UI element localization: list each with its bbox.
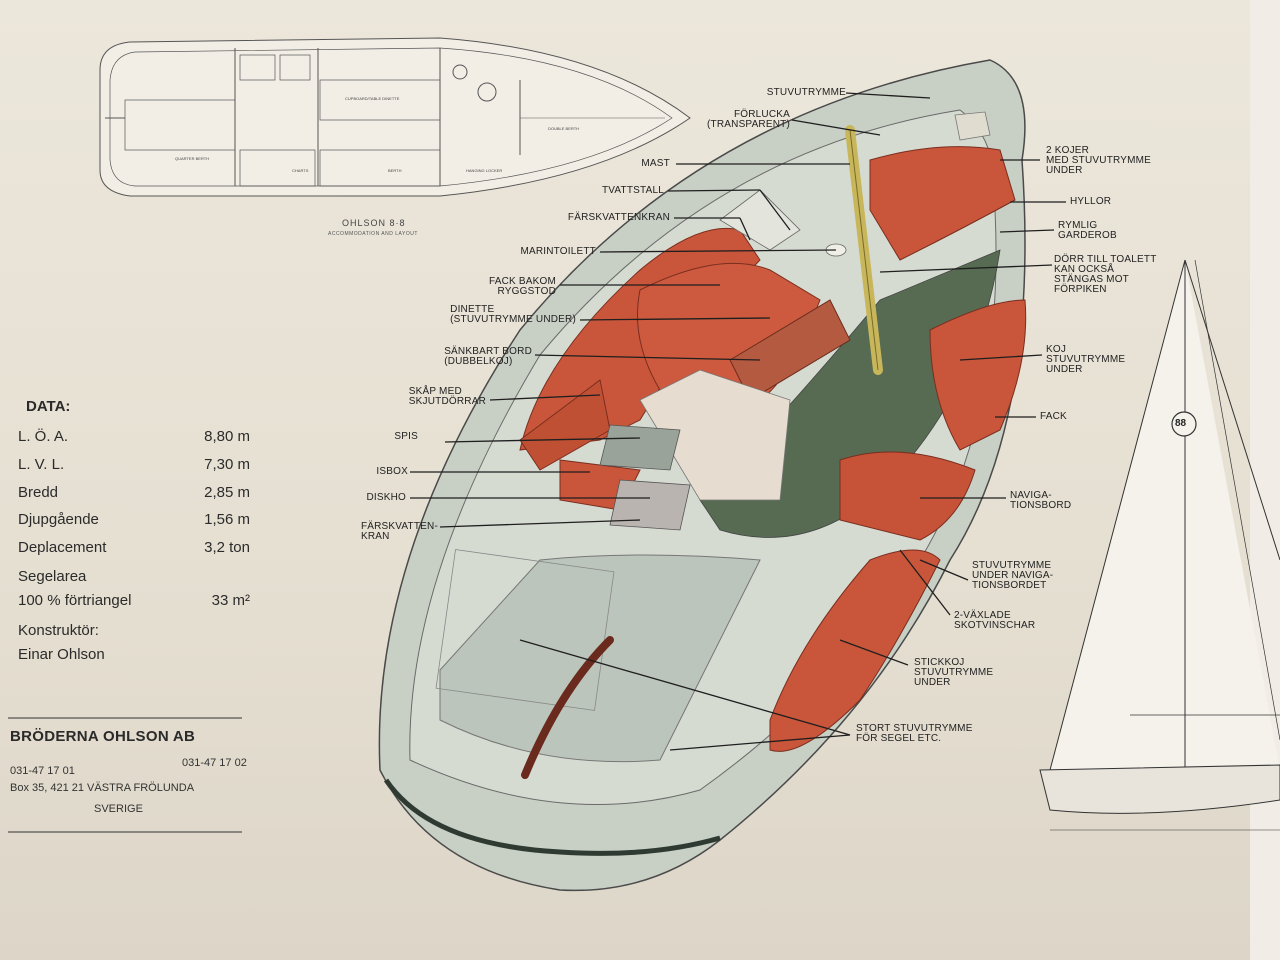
data-row: Deplacement 3,2 ton xyxy=(10,539,250,561)
data-row: L. Ö. A. 8,80 m xyxy=(10,428,250,450)
company-phone-2: 031-47 17 02 xyxy=(182,757,247,769)
boat-cutaway xyxy=(378,59,1027,892)
sail-number: 88 xyxy=(1175,418,1187,429)
data-row: L. V. L. 7,30 m xyxy=(10,456,250,478)
plan-subcaption: ACCOMMODATION AND LAYOUT xyxy=(328,231,418,237)
data-row: Konstruktör: xyxy=(10,622,250,644)
data-key: L. V. L. xyxy=(18,456,65,473)
plan-label-hanging-locker: HANGING LOCKER xyxy=(466,168,503,173)
data-value: 33 m² xyxy=(211,592,250,609)
data-value: 3,2 ton xyxy=(204,539,250,556)
data-row: Bredd 2,85 m xyxy=(10,484,250,506)
callout-farskvatten-kran: FÄRSKVATTEN- KRAN xyxy=(360,521,438,542)
company-address: Box 35, 421 21 VÄSTRA FRÖLUNDA xyxy=(10,782,195,794)
layout-plan xyxy=(99,37,691,197)
plan-label-quarter-berth: QUARTER BERTH xyxy=(175,156,210,161)
callout-diskho: DISKHO xyxy=(366,492,406,503)
data-value: 7,30 m xyxy=(204,456,250,473)
data-key: Bredd xyxy=(18,484,59,501)
leader-lines xyxy=(410,92,1066,751)
company-country: SVERIGE xyxy=(94,803,143,815)
callout-spis: SPIS xyxy=(394,431,418,442)
company-name: BRÖDERNA OHLSON AB xyxy=(10,728,196,745)
callout-mast: MAST xyxy=(641,158,670,169)
data-value: 1,56 m xyxy=(204,511,250,528)
callout-fack: FACK xyxy=(1040,411,1067,422)
plan-label-dinette: CUPBOARD/TABLE DINETTE xyxy=(345,96,400,101)
data-value: 8,80 m xyxy=(204,428,250,445)
callout-isbox: ISBOX xyxy=(376,466,408,477)
company-phone-1: 031-47 17 01 xyxy=(10,765,75,777)
callout-fack-bakom: FACK BAKOM RYGGSTOD xyxy=(488,276,556,297)
data-key: Einar Ohlson xyxy=(18,646,105,663)
callout-skap: SKÅP MED SKJUTDÖRRAR xyxy=(408,386,486,407)
callout-stort-stuvutrymme: STORT STUVUTRYMME FÖR SEGEL ETC. xyxy=(856,723,973,744)
callout-garderob: RYMLIG GARDEROB xyxy=(1058,220,1117,241)
callout-dinette: DINETTE (STUVUTRYMME UNDER) xyxy=(450,304,576,325)
callout-koj: KOJ STUVUTRYMME UNDER xyxy=(1046,344,1126,375)
callout-tvattstall: TVATTSTALL xyxy=(601,185,664,196)
callout-skotvinschar: 2-VÄXLADE SKOTVINSCHAR xyxy=(954,610,1036,631)
data-row: Djupgående 1,56 m xyxy=(10,511,250,533)
data-row: Segelarea xyxy=(10,568,250,590)
callout-sankbart-bord: SÄNKBART BORD (DUBBELKOJ) xyxy=(444,346,532,367)
callout-hyllor: HYLLOR xyxy=(1070,196,1112,207)
callout-farskvattenkran: FÄRSKVATTENKRAN xyxy=(567,212,670,223)
data-row: Einar Ohlson xyxy=(10,646,250,668)
data-key: Djupgående xyxy=(18,511,99,528)
plan-label-double-berth: DOUBLE BERTH xyxy=(548,126,580,131)
callout-stuvutrymme: STUVUTRYMME xyxy=(766,87,846,98)
data-key: 100 % förtriangel xyxy=(18,592,132,609)
plan-caption: OHLSON 8·8 xyxy=(342,218,406,228)
data-key: Konstruktör: xyxy=(18,622,99,639)
callout-forlucka: FÖRLUCKA (TRANSPARENT) xyxy=(707,109,790,130)
sail-plan xyxy=(1039,259,1280,831)
callout-stuv-navig: STUVUTRYMME UNDER NAVIGA- TIONSBORDET xyxy=(972,560,1054,591)
callout-kojer: 2 KOJER MED STUVUTRYMME UNDER xyxy=(1046,145,1152,176)
data-key: Segelarea xyxy=(18,568,87,585)
data-key: L. Ö. A. xyxy=(18,428,69,445)
plan-label-berth: BERTH xyxy=(388,168,402,173)
data-key: Deplacement xyxy=(18,539,107,556)
callout-stickkoj: STICKKOJ STUVUTRYMME UNDER xyxy=(914,657,994,688)
data-row: 100 % förtriangel 33 m² xyxy=(10,592,250,614)
callout-navigationsbord: NAVIGA- TIONSBORD xyxy=(1010,490,1072,511)
callout-marintoilett: MARINTOILETT xyxy=(520,246,596,257)
callout-dorr: DÖRR TILL TOALETT KAN OCKSÅ STÄNGAS MOT … xyxy=(1054,254,1157,295)
plan-label-charts: CHARTS xyxy=(292,168,309,173)
data-title: DATA: xyxy=(26,398,71,415)
data-value: 2,85 m xyxy=(204,484,250,501)
